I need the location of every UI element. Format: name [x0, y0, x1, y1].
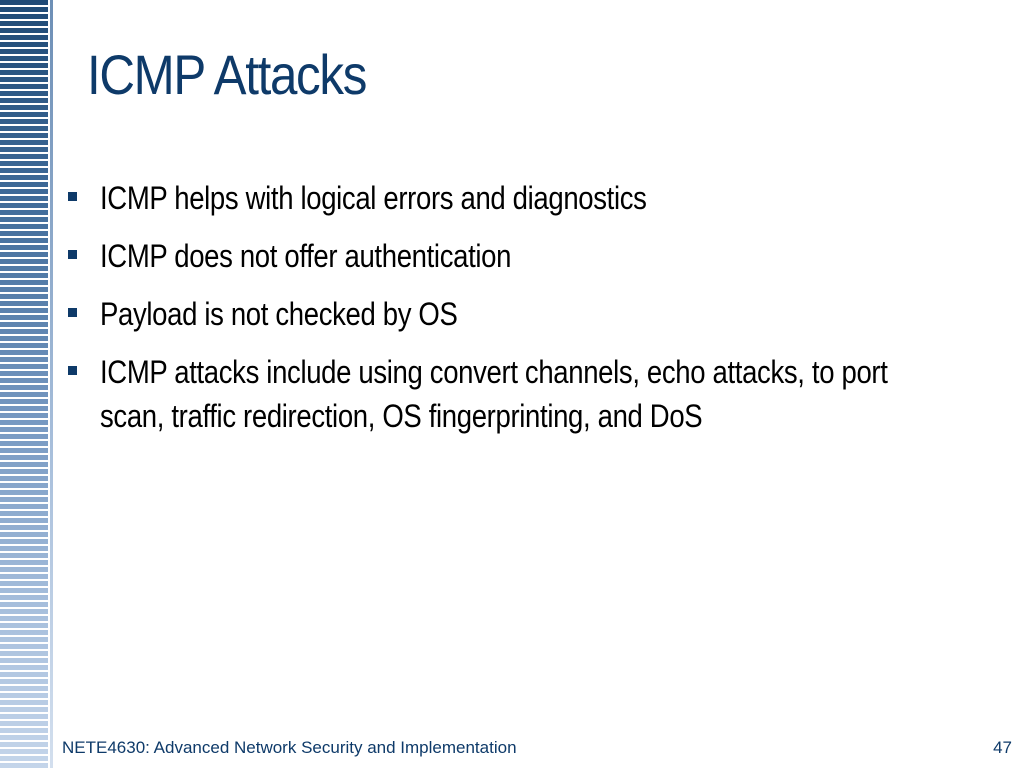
stripe-pattern [0, 0, 48, 768]
bullet-text: ICMP helps with logical errors and diagn… [100, 180, 647, 216]
square-bullet-icon [68, 192, 77, 201]
page-number: 47 [993, 738, 1012, 757]
bullet-item: ICMP attacks include using convert chann… [62, 350, 942, 438]
slide-footer: NETE4630: Advanced Network Security and … [62, 738, 517, 757]
stripe-edge [50, 0, 53, 768]
bullet-item: ICMP does not offer authentication [62, 234, 942, 278]
bullet-text: ICMP attacks include using convert chann… [100, 354, 888, 434]
bullet-item: Payload is not checked by OS [62, 292, 942, 336]
square-bullet-icon [68, 366, 77, 375]
bullet-list: ICMP helps with logical errors and diagn… [62, 176, 942, 452]
square-bullet-icon [68, 250, 77, 259]
square-bullet-icon [68, 308, 77, 317]
bullet-text: ICMP does not offer authentication [100, 238, 512, 274]
slide-title: ICMP Attacks [87, 43, 367, 106]
striped-sidebar-decoration [0, 0, 54, 768]
bullet-item: ICMP helps with logical errors and diagn… [62, 176, 942, 220]
bullet-text: Payload is not checked by OS [100, 296, 458, 332]
